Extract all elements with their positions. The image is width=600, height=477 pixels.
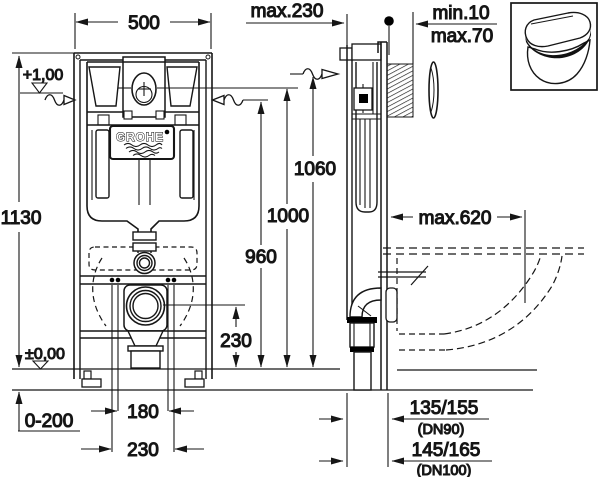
drain-bend <box>123 284 168 332</box>
grohe-logo: GROHE <box>108 124 176 161</box>
datum-triangle-icon <box>31 360 50 370</box>
flush-actuator <box>131 72 157 106</box>
fill-valve <box>88 66 121 107</box>
front-view: GROHE <box>12 52 213 452</box>
thumbnail-frame <box>510 2 598 91</box>
side-view <box>339 12 584 391</box>
pan-outline-right-dashed <box>179 257 194 327</box>
threaded-rod <box>378 265 429 286</box>
level-floor-label: ±0,00 <box>25 346 65 363</box>
squiggle-icon <box>302 68 323 80</box>
crossbar-upper <box>80 275 206 285</box>
flush-pipe <box>132 231 157 275</box>
dim-finish-max: max.70 <box>431 26 493 47</box>
drain-elbow-side <box>347 287 382 391</box>
anchor-rods <box>111 285 175 452</box>
dim-fixing-inner: 180 <box>127 402 159 423</box>
dim-height-top: 1060 <box>294 159 336 180</box>
drain-funnel <box>126 330 165 347</box>
dim-fixing-outer: 230 <box>127 440 159 461</box>
cistern: GROHE <box>86 56 200 232</box>
pan-outline-left-dashed <box>92 257 107 327</box>
dim-finish-min: min.10 <box>432 3 489 24</box>
flush-valve <box>166 66 198 107</box>
frame-feet <box>81 370 205 388</box>
level-floor: ±0,00 <box>24 345 66 370</box>
product-thumbnail <box>510 2 598 91</box>
dim-pan-clearance: max.620 <box>419 208 492 229</box>
wall-hung-toilet-icon <box>524 11 592 85</box>
wall-section-hatch <box>386 63 414 118</box>
water-inlet-fitting <box>353 84 373 113</box>
registered-mark-icon <box>164 129 170 135</box>
dim-outlet-height: 230 <box>220 331 252 352</box>
dim-frame-width: 500 <box>128 13 160 34</box>
dim-outlet-dn90: 135/155 <box>410 398 479 419</box>
dim-frame-depth: max.230 <box>251 1 324 22</box>
dim-outlet-dn90-note: (DN90) <box>418 422 465 438</box>
squiggle-icon <box>44 94 65 106</box>
reference-dot-icon <box>384 16 394 26</box>
logo-text: GROHE <box>116 130 164 144</box>
drain-socket-lip <box>127 345 164 352</box>
dim-foot-range: 0-200 <box>25 411 74 432</box>
dim-frame-height: 1130 <box>1 208 42 229</box>
dimensions: 500 1130 +1,00 960 1000 <box>0 0 526 477</box>
water-level-pointers <box>44 94 268 106</box>
drain-socket <box>130 350 161 369</box>
level-upper-label: +1,00 <box>23 67 64 84</box>
dim-height-actuator: 1000 <box>267 206 309 227</box>
dim-height-supply: 960 <box>245 247 277 268</box>
dim-outlet-dn100: 145/165 <box>412 440 481 461</box>
squiggle-icon <box>223 94 244 106</box>
wave-icon <box>123 142 163 148</box>
actuator-plate-side <box>428 61 439 119</box>
pan-outline-side-dashed <box>383 247 584 351</box>
pan-bracket <box>385 287 398 323</box>
level-upper: +1,00 <box>20 66 64 94</box>
floor-lines <box>12 368 537 391</box>
datum-triangle-icon <box>30 82 49 94</box>
frame-profile <box>339 41 388 390</box>
side-squiggle-pointer <box>290 68 341 80</box>
dim-outlet-dn100-note: (DN100) <box>417 463 472 477</box>
pan-mount-zone-dashed <box>88 246 198 271</box>
